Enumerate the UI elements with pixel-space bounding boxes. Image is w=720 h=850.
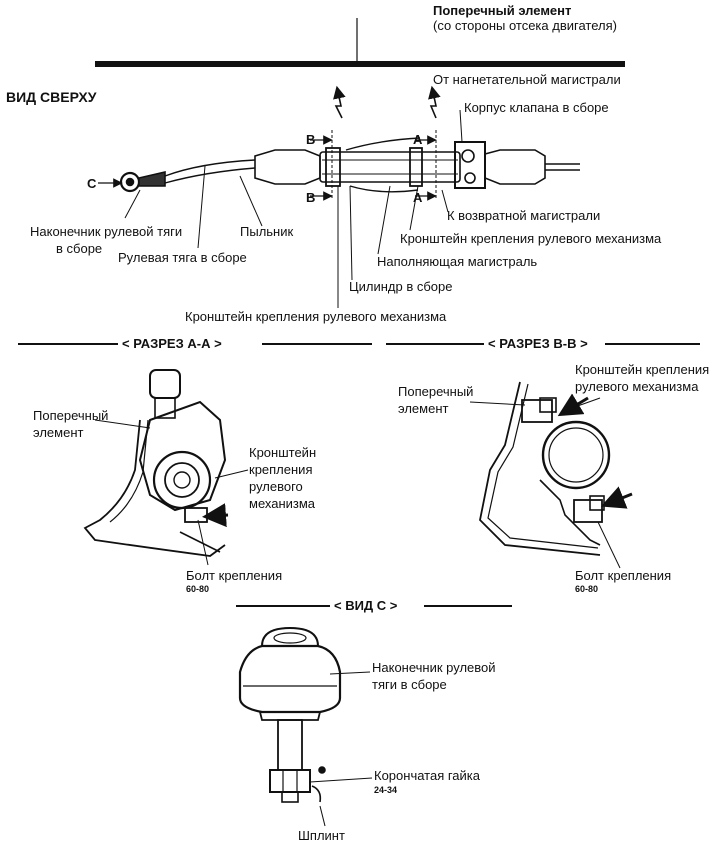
section-aa-torque: 60-80 (186, 584, 210, 594)
marker-c: C (87, 176, 97, 191)
tie-rod-label: Рулевая тяга в сборе (118, 250, 247, 265)
pressure-arrow-left (333, 85, 346, 119)
section-bb-bracket-1: Кронштейн крепления (575, 362, 710, 377)
tie-rod (164, 159, 256, 184)
cross-member-subtitle: (со стороны отсека двигателя) (433, 18, 617, 33)
marker-a-top: A (413, 132, 423, 147)
valve-body-label: Корпус клапана в сборе (464, 100, 609, 115)
section-aa-bracket-1: Кронштейн (249, 445, 317, 460)
feed-line (345, 137, 421, 193)
section-aa-cross-member-2: элемент (33, 425, 84, 440)
gear-bracket-label-bottom: Кронштейн крепления рулевого механизма (185, 309, 447, 324)
marker-b-bottom: B (306, 190, 316, 205)
section-bb-cross-member-1: Поперечный (398, 384, 474, 399)
cylinder-body (319, 151, 461, 183)
return-line-label: К возвратной магистрали (447, 208, 601, 223)
cylinder-label: Цилиндр в сборе (349, 279, 453, 294)
section-aa-drawing (83, 369, 229, 557)
cross-member-title: Поперечный элемент (433, 3, 572, 18)
section-bb-cross-member-2: элемент (398, 401, 449, 416)
section-bb-drawing (479, 381, 633, 556)
section-aa-cross-member-1: Поперечный (33, 408, 109, 423)
view-c-tie-rod-end-1: Наконечник рулевой (372, 660, 496, 675)
gear-bracket-label-right: Кронштейн крепления рулевого механизма (400, 231, 662, 246)
castle-nut-torque: 24-34 (374, 785, 398, 795)
boot-label: Пыльник (240, 224, 294, 239)
pressure-line-label: От нагнетательной магистрали (433, 72, 621, 87)
marker-a-bottom: A (413, 190, 423, 205)
section-aa-title: < РАЗРЕЗ А-А > (118, 336, 226, 351)
section-bb-torque: 60-80 (575, 584, 599, 594)
section-aa-bracket-2: крепления (249, 462, 313, 477)
view-c-drawing (238, 626, 342, 803)
section-bb-cylinder (541, 420, 611, 490)
cotter-pin-label: Шплинт (298, 828, 345, 843)
pressure-arrow-right (428, 85, 441, 119)
section-aa-bracket-3: рулевого (249, 479, 303, 494)
view-from-above-title: ВИД СВЕРХУ (6, 89, 97, 105)
view-c-tie-rod-end-2: тяги в сборе (372, 677, 447, 692)
boot-left (254, 149, 321, 185)
section-aa-bracket-4: механизма (249, 496, 316, 511)
castle-nut-label: Корончатая гайка (374, 768, 480, 783)
section-bb-bracket-2: рулевого механизма (575, 379, 699, 394)
section-bb-bolt-label: Болт крепления (575, 568, 672, 583)
tie-rod-end-label-1: Наконечник рулевой тяги (30, 224, 183, 239)
feed-line-label: Наполняющая магистраль (377, 254, 538, 269)
section-aa-bolt-label: Болт крепления (186, 568, 283, 583)
boot-right (484, 149, 546, 185)
marker-b-top: B (306, 132, 316, 147)
view-c-title: < ВИД С > (330, 598, 402, 613)
section-bb-title: < РАЗРЕЗ В-В > (484, 336, 592, 351)
tie-rod-end-label-2: в сборе (56, 241, 103, 256)
